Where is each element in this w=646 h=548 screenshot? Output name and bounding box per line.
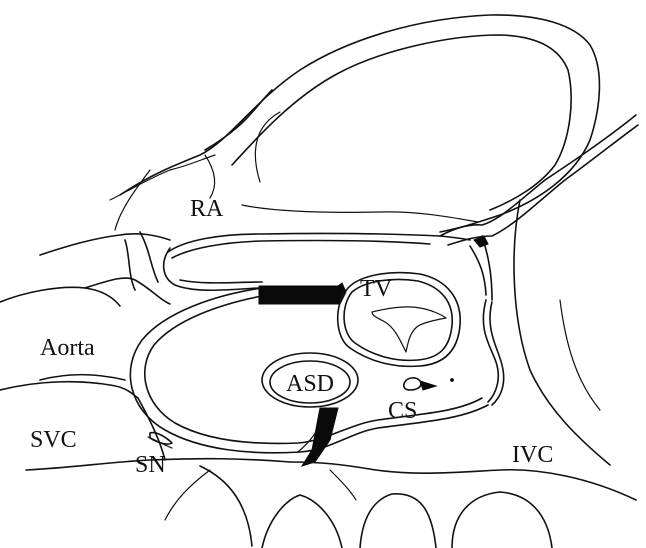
label-sn: SN	[135, 452, 166, 478]
coronary-sinus	[404, 378, 454, 390]
label-svc: SVC	[30, 427, 77, 453]
label-aorta: Aorta	[40, 335, 95, 361]
label-cs: CS	[388, 398, 417, 424]
label-asd: ASD	[286, 371, 334, 397]
bottom-structures	[165, 462, 636, 548]
tricuspid-valve	[338, 273, 460, 367]
label-tv: TV	[360, 276, 393, 302]
left-vessels	[0, 155, 290, 470]
crista-terminalis-band	[164, 233, 470, 290]
label-ra: RA	[190, 196, 224, 222]
label-ivc: IVC	[512, 442, 553, 468]
tendon-bar-upper	[259, 286, 340, 304]
tendon-bar-lower	[302, 408, 338, 466]
